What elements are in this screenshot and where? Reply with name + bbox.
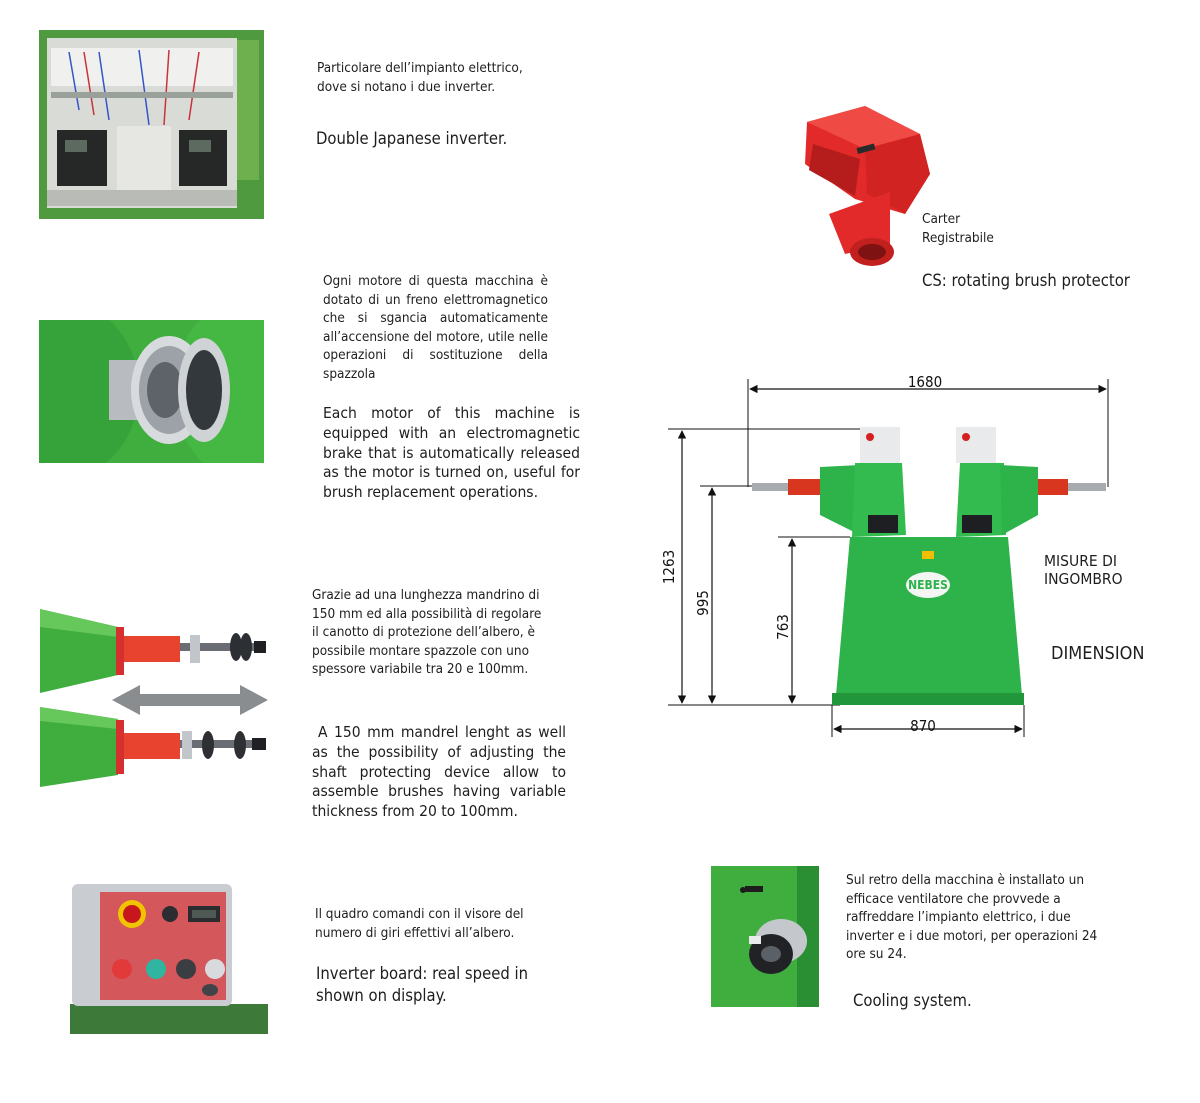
brake-it-text: Ogni motore di questa macchina è dotato …: [323, 273, 548, 382]
mandrel-en-text: A 150 mm mandrel lenght as well as the p…: [312, 723, 566, 821]
brush-guard-en-text: CS: rotating brush protector: [922, 271, 1130, 290]
dimension-it-label-2: INGOMBRO: [1044, 570, 1123, 588]
dim-width-total: 1680: [908, 373, 942, 391]
brake-photo: [39, 320, 264, 463]
brush-guard-photo: [805, 106, 930, 266]
brake-en-text: Each motor of this machine is equipped w…: [323, 404, 580, 502]
dim-height-shaft: 995: [694, 590, 712, 616]
brand-logo-text: NEBES: [908, 578, 948, 592]
inverter-en-text: Double Japanese inverter.: [316, 129, 508, 148]
cooling-it-text: Sul retro della macchina è installato un…: [846, 872, 1098, 963]
cooling-en-text: Cooling system.: [853, 991, 972, 1010]
dimension-en-label: DIMENSION: [1051, 643, 1145, 664]
control-it-text: Il quadro comandi con il visore del nume…: [315, 906, 524, 941]
dimension-drawing: NEBES 1680 1263 995 763 870: [660, 373, 1109, 737]
control-en-text: Inverter board: real speed in shown on d…: [316, 964, 529, 1005]
dimension-it-label-1: MISURE DI: [1044, 552, 1117, 570]
brush-guard-label-1: Carter: [922, 211, 961, 227]
inverter-it-text: Particolare dell’impianto elettrico, dov…: [317, 60, 523, 95]
mandrel-it-text: Grazie ad una lunghezza mandrino di 150 …: [312, 587, 542, 678]
brush-guard-label-2: Registrabile: [922, 230, 994, 246]
mandrel-photo: [40, 609, 268, 787]
control-board-photo: [70, 884, 268, 1034]
electrical-panel-photo: [39, 30, 264, 219]
cooling-fan-photo: [711, 866, 827, 1007]
dim-height-base: 763: [774, 614, 792, 640]
dim-height-total: 1263: [660, 550, 678, 584]
dim-base-width: 870: [910, 717, 936, 735]
